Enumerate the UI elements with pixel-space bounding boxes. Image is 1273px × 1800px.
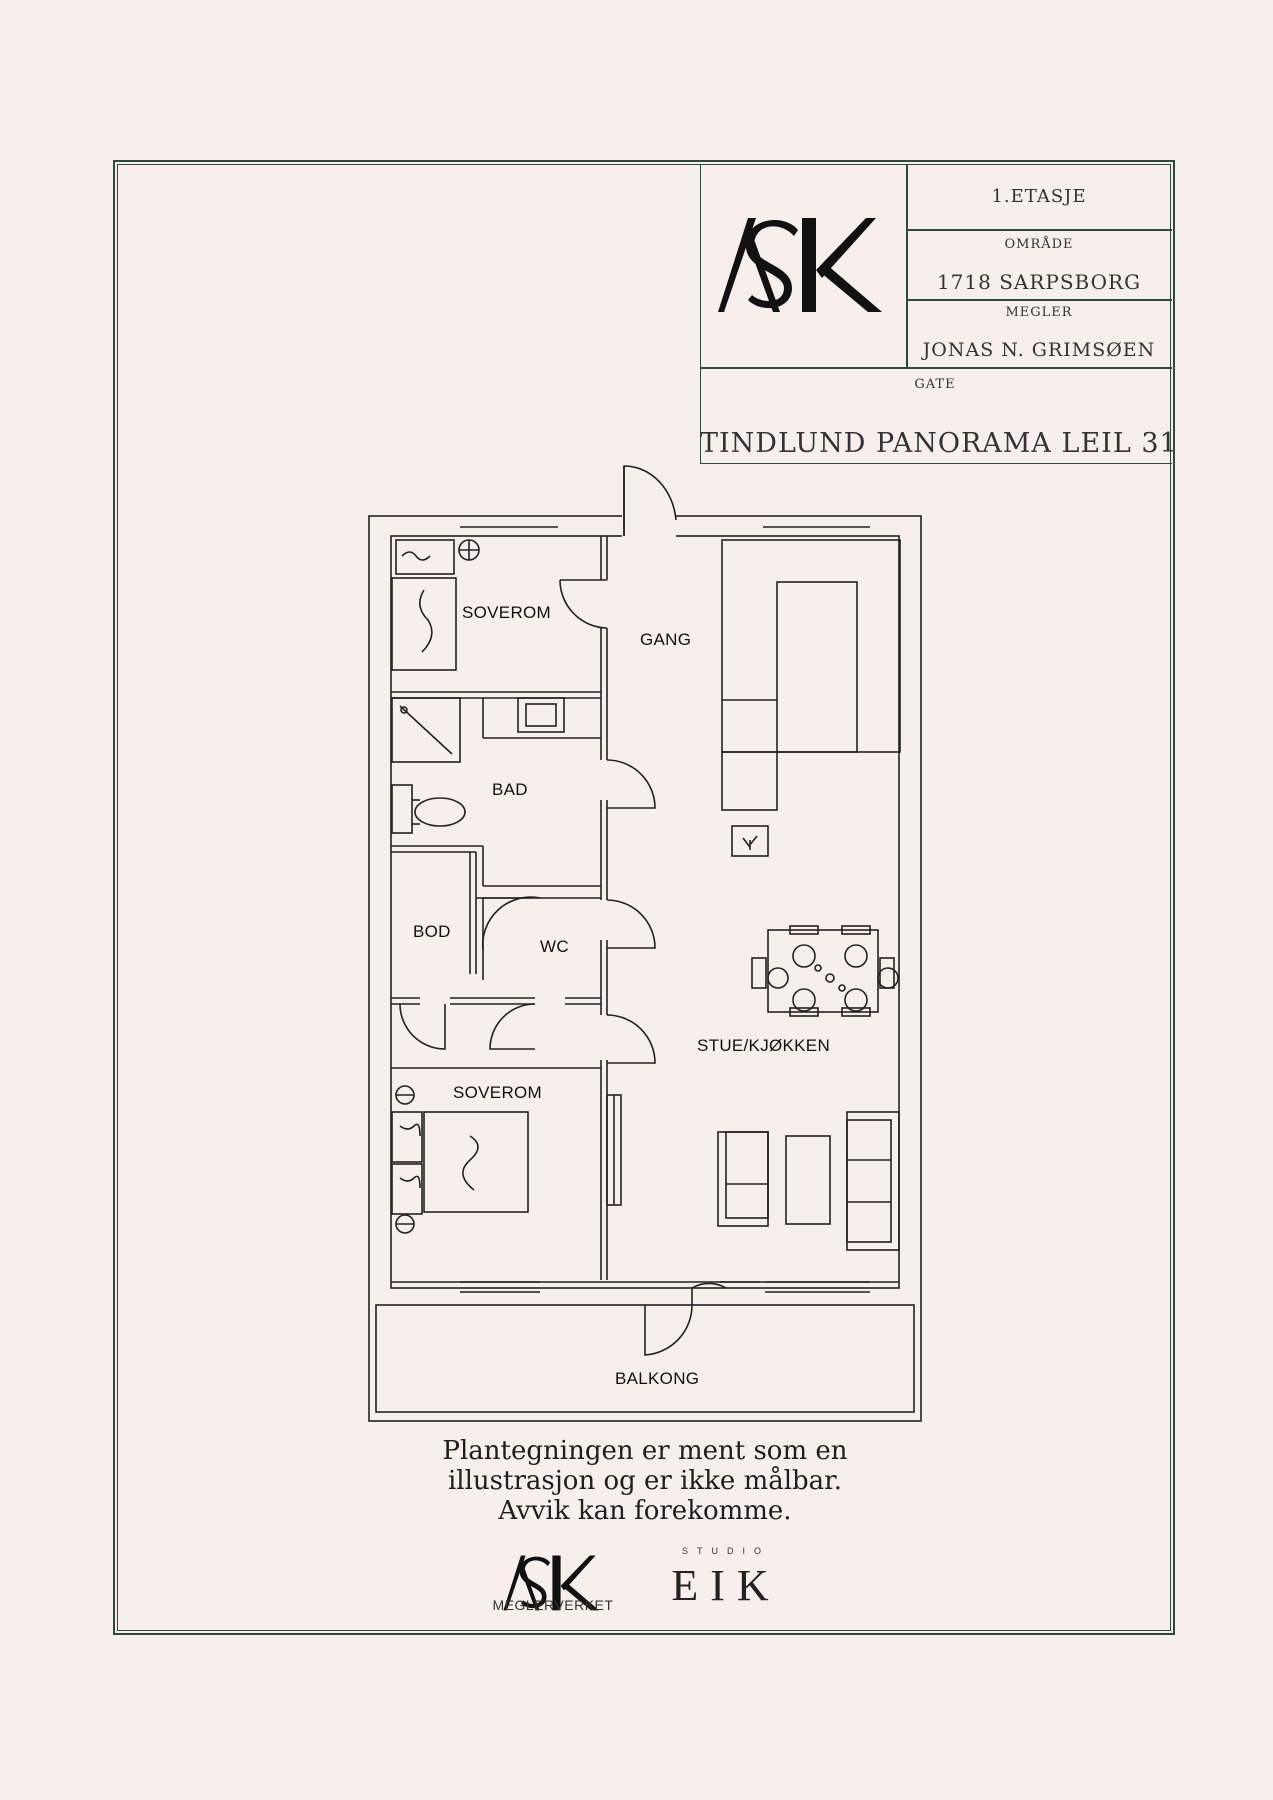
title-block xyxy=(700,164,1172,464)
room-label-soverom-bottom: SOVEROM xyxy=(453,1083,543,1102)
floor-label: 1.ETASJE xyxy=(991,186,1087,207)
broker-value: JONAS N. GRIMSØEN xyxy=(922,339,1156,361)
broker-label: MEGLER xyxy=(1005,305,1073,320)
room-label-wc: WC xyxy=(540,937,569,956)
area-value: 1718 SARPSBORG xyxy=(936,270,1142,294)
room-label-gang: GANG xyxy=(640,630,692,649)
room-label-bad: BAD xyxy=(492,780,528,799)
eik-logo: EIK xyxy=(671,1561,781,1610)
footer-ask-subtitle: MEGLERVERKET xyxy=(492,1597,614,1613)
ask-logo xyxy=(718,218,882,312)
outer-frame xyxy=(113,160,1175,1635)
street-value: TINDLUND PANORAMA LEIL 31 xyxy=(700,428,1178,459)
disclaimer-line: illustrasjon og er ikke målbar. xyxy=(447,1466,843,1496)
room-label-balkong: BALKONG xyxy=(615,1369,700,1388)
inner-frame xyxy=(117,164,1171,1631)
title-block-divider xyxy=(906,299,1172,301)
studio-label: STUDIO xyxy=(681,1546,770,1556)
disclaimer-line: Avvik kan forekomme. xyxy=(498,1496,792,1526)
footer-ask-logo xyxy=(503,1555,600,1611)
room-label-bod: BOD xyxy=(413,922,451,941)
street-label: GATE xyxy=(914,377,956,392)
title-block-divider-vertical xyxy=(906,164,908,368)
title-block-divider xyxy=(906,229,1172,231)
disclaimer-line: Plantegningen er ment som en xyxy=(442,1436,848,1466)
disclaimer: Plantegningen er ment som en illustrasjo… xyxy=(380,1436,910,1526)
room-label-soverom-top: SOVEROM xyxy=(462,603,552,622)
area-label: OMRÅDE xyxy=(1004,237,1074,252)
room-label-stue-kjokken: STUE/KJØKKEN xyxy=(697,1036,831,1055)
title-block-divider xyxy=(700,367,1172,369)
exterior-wall-outer xyxy=(368,515,922,1422)
